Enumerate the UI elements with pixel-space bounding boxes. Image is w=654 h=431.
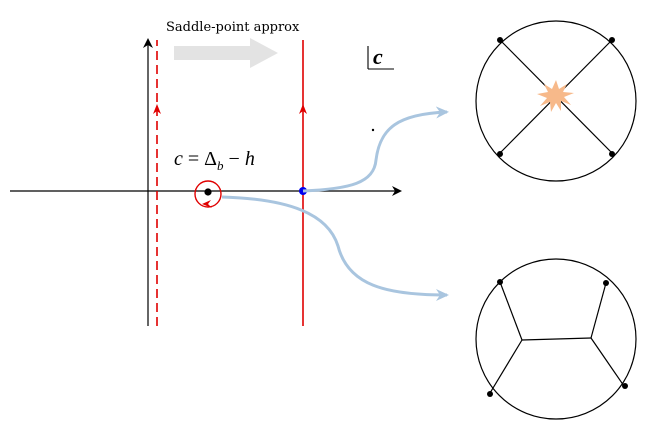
- stray-dot: [371, 128, 375, 132]
- contact-vertex-blob: [537, 80, 574, 112]
- saddle-point-hint-arrow: [174, 38, 278, 68]
- exchange-witten-diagram: [475, 258, 637, 420]
- pole-contour-arrowhead: [202, 200, 212, 208]
- saddle-contour-arrowhead: [299, 104, 307, 114]
- map-arrow-to-exchange-diagram: [221, 195, 449, 301]
- map-arrow-to-contact-diagram: [302, 106, 449, 193]
- pole-formula: c=Δb−h: [174, 148, 255, 173]
- dashed-contour-arrowhead: [153, 104, 161, 114]
- plane-label: c: [373, 44, 383, 69]
- plane-label-box: c: [367, 44, 394, 70]
- saddle-point-label: Saddle-point approx: [166, 20, 300, 35]
- pole-point: [204, 188, 212, 196]
- pole-encircling-contour: [194, 180, 222, 208]
- contact-witten-diagram: [475, 20, 637, 182]
